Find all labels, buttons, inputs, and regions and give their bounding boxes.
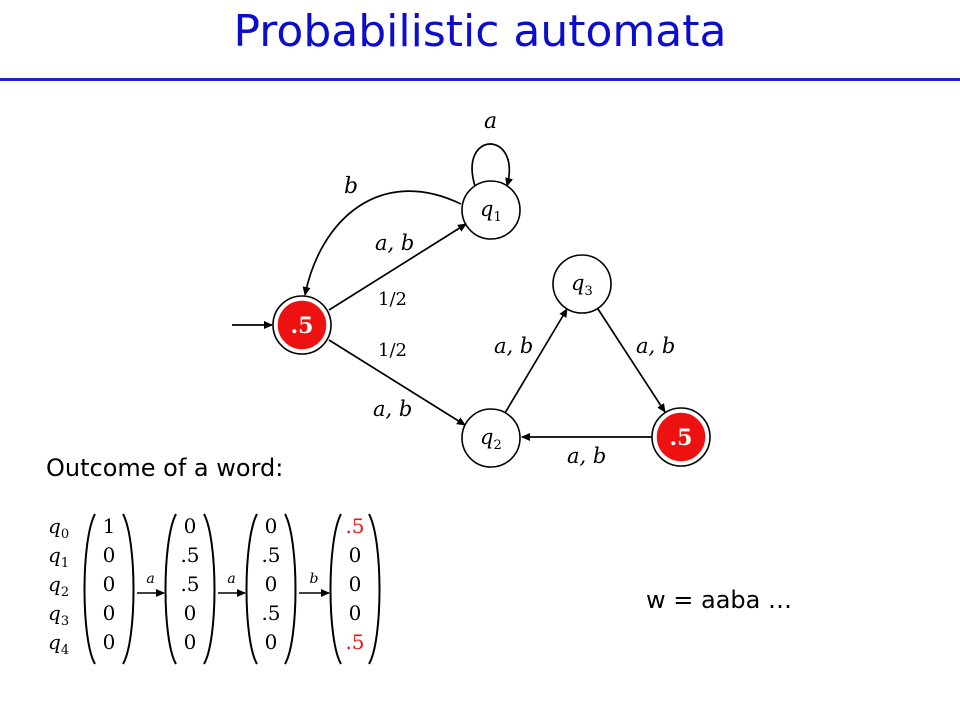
transition-label-2: b	[310, 571, 319, 587]
state-q4: .5	[651, 407, 711, 467]
vector-2-right-paren	[284, 513, 297, 665]
row-label-1: q1	[48, 543, 69, 571]
state-q1-label: q	[480, 197, 493, 221]
svg-text:q1: q1	[480, 197, 502, 225]
edge-q1-to-q0	[302, 190, 462, 296]
vector-1-right-paren	[203, 513, 216, 665]
vector-2-value-2: 0	[265, 572, 278, 596]
title-divider	[0, 78, 960, 81]
edge-q1-loop	[471, 143, 513, 187]
state-q3-label: q	[571, 271, 584, 295]
state-q3-subscript: 3	[584, 284, 592, 299]
vector-3-value-3: 0	[349, 601, 362, 625]
row-label-3: q3	[48, 601, 69, 629]
vector-0-value-0: 1	[103, 514, 116, 538]
vector-1-left-paren	[164, 513, 177, 665]
vector-1-value-1: .5	[180, 543, 199, 567]
vector-2-value-1: .5	[261, 543, 280, 567]
state-q2-subscript: 2	[493, 438, 501, 453]
state-q2-label: q	[480, 425, 493, 449]
vector-0-left-paren	[83, 513, 96, 665]
state-q4-fill	[655, 411, 707, 463]
vector-2-left-paren	[245, 513, 258, 665]
label-q0-to-q2: a, b	[373, 397, 412, 421]
transition-label-0: a	[146, 571, 154, 587]
label-q2-to-q3: a, b	[494, 334, 533, 358]
vector-3-value-2: 0	[349, 572, 362, 596]
vector-2-value-3: .5	[261, 601, 280, 625]
label-q4-to-q2: a, b	[567, 444, 606, 468]
vector-3-value-1: 0	[349, 543, 362, 567]
label-q1-loop: a	[484, 109, 497, 134]
edge-q2-to-q3	[504, 308, 568, 414]
svg-text:q2: q2	[480, 425, 502, 453]
vector-0-value-1: 0	[103, 543, 116, 567]
state-q4-label: .5	[670, 425, 693, 451]
word-label: w = aaba …	[646, 586, 792, 614]
label-q0-to-q1: a, b	[375, 231, 414, 255]
label-q3-to-q4: a, b	[636, 334, 675, 358]
state-q1-subscript: 1	[493, 210, 501, 225]
state-q2: q2	[461, 408, 521, 468]
vector-3-left-paren	[329, 513, 342, 665]
edge-q0-to-q1	[328, 223, 467, 311]
vector-1-value-4: 0	[184, 630, 197, 654]
svg-text:q3: q3	[571, 271, 593, 299]
state-q0-label: .5	[291, 313, 314, 339]
state-q0: .5	[272, 295, 332, 355]
vector-3-right-paren	[368, 513, 381, 665]
row-label-0: q0	[48, 514, 69, 542]
vector-2-value-4: 0	[265, 630, 278, 654]
vector-2-value-0: 0	[265, 514, 278, 538]
row-label-4: q4	[48, 630, 69, 658]
edge-q0-to-q2	[328, 339, 466, 426]
outcome-label: Outcome of a word:	[46, 454, 284, 482]
label-q1-to-q0: b	[344, 174, 358, 199]
vector-3-value-4: .5	[345, 630, 364, 654]
state-q3: q3	[552, 254, 612, 314]
state-q1: q1	[461, 180, 521, 240]
vector-0-value-3: 0	[103, 601, 116, 625]
row-label-2: q2	[48, 572, 69, 600]
state-q0-fill	[276, 299, 328, 351]
vector-1-value-3: 0	[184, 601, 197, 625]
slide-title: Probabilistic automata	[233, 6, 727, 57]
vector-0-value-2: 0	[103, 572, 116, 596]
transition-label-1: a	[227, 571, 235, 587]
vector-1-value-0: 0	[184, 514, 197, 538]
vector-0-right-paren	[122, 513, 135, 665]
edge-q3-to-q4	[597, 308, 666, 413]
vector-3-value-0: .5	[345, 514, 364, 538]
label-prob-upper: 1/2	[378, 289, 407, 310]
vector-1-value-2: .5	[180, 572, 199, 596]
vector-0-value-4: 0	[103, 630, 116, 654]
label-prob-lower: 1/2	[378, 340, 407, 361]
